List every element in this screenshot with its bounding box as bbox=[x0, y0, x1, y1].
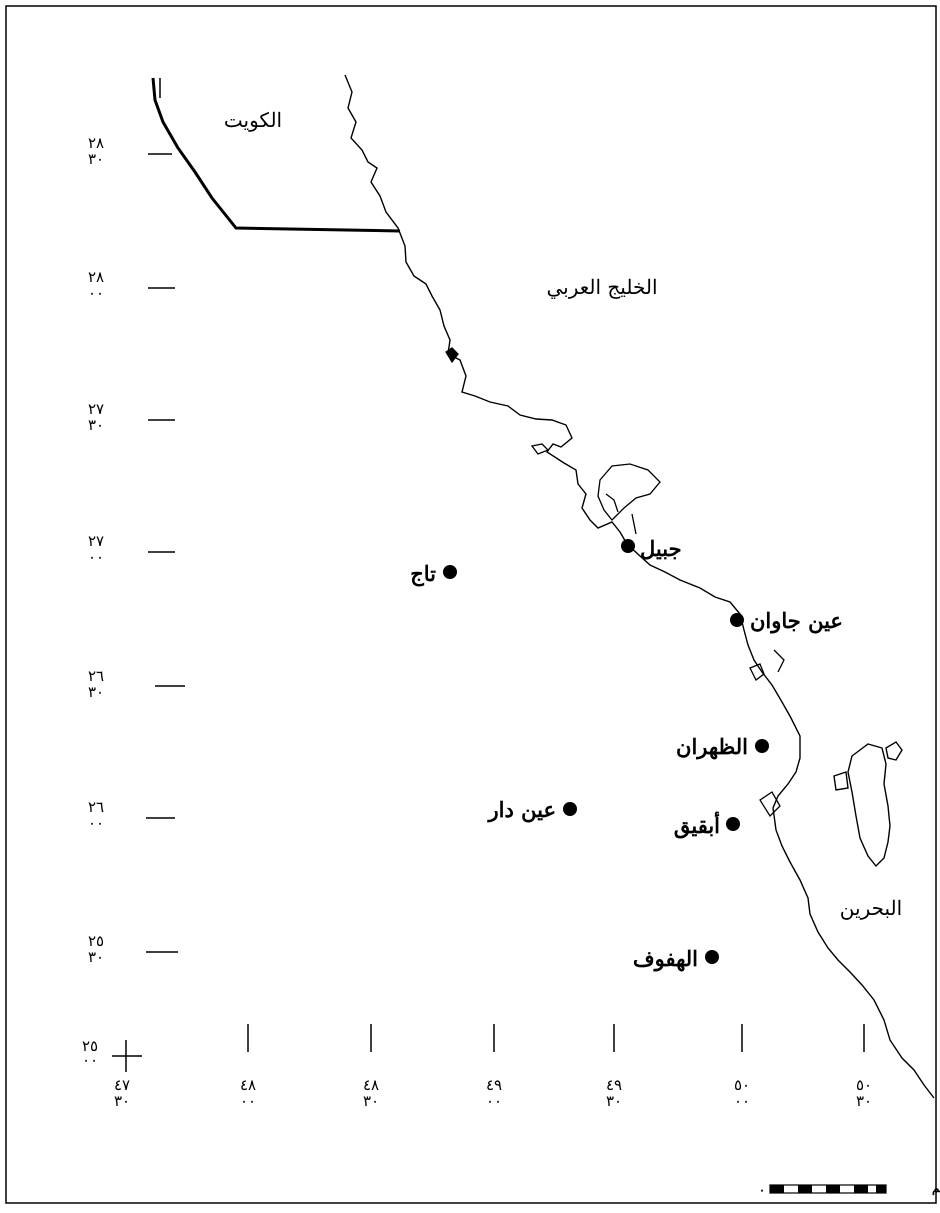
scale-seg bbox=[876, 1185, 886, 1193]
kuwait-border bbox=[151, 77, 401, 233]
bahrain-island bbox=[833, 741, 903, 868]
place-dot bbox=[726, 817, 740, 831]
origin-lat-deg: ٢٥ bbox=[82, 1037, 98, 1055]
origin-cross bbox=[112, 1040, 142, 1072]
lon-deg: ٤٨ bbox=[240, 1076, 256, 1094]
lat-deg: ٢٧ bbox=[88, 532, 104, 550]
longitude-labels: ٤٨ ٠٠ ٤٨ ٣٠ ٤٩ ٠٠ ٤٩ ٣٠ ٥٠ ٠٠ ٥٠ ٣٠ bbox=[240, 1076, 872, 1110]
lat-min: ٣٠ bbox=[88, 683, 104, 701]
region-kuwait: الكويت bbox=[224, 108, 282, 132]
place-marker-jubail: جبيل bbox=[621, 536, 682, 561]
lat-deg: ٢٨ bbox=[88, 134, 104, 152]
scale-bar: ٠ ١٠٠ كم bbox=[759, 1181, 940, 1197]
place-marker-taj: تاج bbox=[410, 561, 457, 587]
lon-min: ٣٠ bbox=[363, 1092, 379, 1110]
lat-min: ٠٠ bbox=[88, 814, 104, 832]
latitude-axis bbox=[146, 153, 185, 953]
place-dot bbox=[730, 613, 744, 627]
place-marker-ain-dar: عين دار bbox=[487, 797, 577, 823]
origin-lon-min: ٣٠ bbox=[114, 1092, 130, 1110]
place-dot bbox=[621, 539, 635, 553]
latitude-labels: ٢٨ ٣٠ ٢٨ ٠٠ ٢٧ ٣٠ ٢٧ ٠٠ ٢٦ ٣٠ ٢٦ ٠٠ ٢٥ ٣… bbox=[88, 134, 104, 966]
place-dot bbox=[563, 802, 577, 816]
lat-min: ٣٠ bbox=[88, 150, 104, 168]
lat-deg: ٢٨ bbox=[88, 268, 104, 286]
lon-deg: ٤٩ bbox=[486, 1076, 502, 1094]
lat-min: ٠٠ bbox=[88, 548, 104, 566]
lat-deg: ٢٧ bbox=[88, 400, 104, 418]
place-marker-hofuf: الهفوف bbox=[633, 946, 719, 972]
origin-lat-min: ٠٠ bbox=[82, 1051, 98, 1069]
lat-deg: ٢٦ bbox=[88, 798, 104, 816]
lon-min: ٣٠ bbox=[606, 1092, 622, 1110]
place-label-abqaiq: أبقيق bbox=[674, 811, 720, 839]
place-label-hofuf: الهفوف bbox=[633, 946, 698, 972]
scale-seg bbox=[826, 1185, 840, 1193]
lon-deg: ٥٠ bbox=[734, 1076, 750, 1094]
scale-seg bbox=[854, 1185, 868, 1193]
lon-deg: ٤٨ bbox=[363, 1076, 379, 1094]
place-label-ain-dar: عين دار bbox=[487, 797, 557, 823]
map-border bbox=[5, 5, 937, 1204]
lat-deg: ٢٥ bbox=[88, 932, 104, 950]
place-marker-abqaiq: أبقيق bbox=[674, 811, 740, 839]
lon-min: ٠٠ bbox=[734, 1092, 750, 1110]
place-label-ain-jawan: عين جاوان bbox=[750, 608, 843, 634]
gulf-coastline bbox=[344, 74, 935, 1099]
origin-lon-deg: ٤٧ bbox=[114, 1076, 130, 1094]
place-dot bbox=[443, 565, 457, 579]
region-gulf: الخليج العربي bbox=[546, 275, 657, 299]
lat-min: ٣٠ bbox=[88, 416, 104, 434]
lon-deg: ٤٩ bbox=[606, 1076, 622, 1094]
lat-min: ٣٠ bbox=[88, 948, 104, 966]
scale-zero: ٠ bbox=[759, 1183, 765, 1197]
place-label-dhahran: الظهران bbox=[676, 734, 748, 760]
scale-seg bbox=[798, 1185, 812, 1193]
region-bahrain: البحرين bbox=[840, 896, 902, 920]
longitude-axis bbox=[247, 1024, 865, 1052]
place-marker-ain-jawan: عين جاوان bbox=[730, 608, 843, 634]
lon-deg: ٥٠ bbox=[856, 1076, 872, 1094]
lon-min: ٣٠ bbox=[856, 1092, 872, 1110]
place-dot bbox=[705, 950, 719, 964]
place-marker-dhahran: الظهران bbox=[676, 734, 769, 760]
lon-min: ٠٠ bbox=[486, 1092, 502, 1110]
place-label-taj: تاج bbox=[410, 561, 436, 587]
place-dot bbox=[755, 739, 769, 753]
lat-deg: ٢٦ bbox=[88, 667, 104, 685]
scale-seg bbox=[770, 1185, 784, 1193]
lat-min: ٠٠ bbox=[88, 284, 104, 302]
scale-label: ١٠٠ كم bbox=[932, 1181, 940, 1196]
place-label-jubail: جبيل bbox=[640, 536, 682, 561]
lon-min: ٠٠ bbox=[240, 1092, 256, 1110]
coastal-islands bbox=[445, 347, 785, 818]
